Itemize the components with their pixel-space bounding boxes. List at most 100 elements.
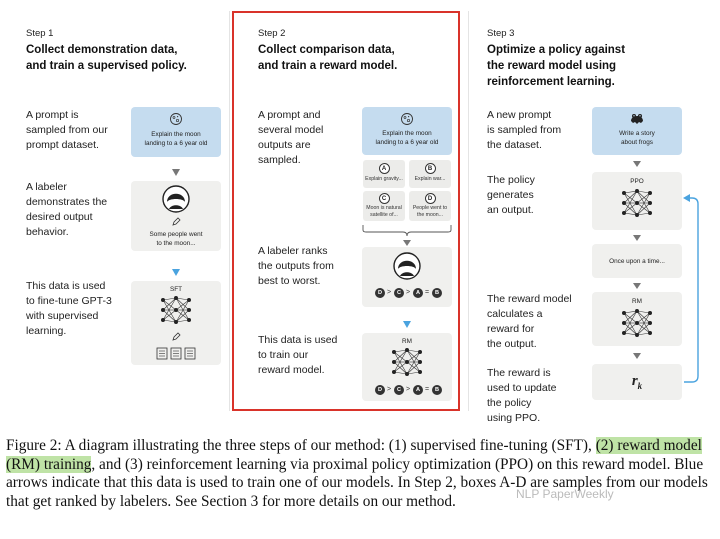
sample-a-text: Explain gravity... [365,176,403,182]
step2-blue-arrow [403,321,411,328]
step3-reward-card: rk [592,364,682,400]
divider-right [468,11,469,411]
sample-c-text-1: Moon is natural [366,205,402,211]
rm-rank-letter-b: B [432,385,442,395]
step1-blue-arrow [172,269,180,276]
rank-letter-b: B [432,288,442,298]
labeler-avatar-icon [393,252,421,280]
step2-prompt-line1: Explain the moon [382,130,432,137]
rm-rank-letter-c: C [394,385,404,395]
rank-greater-2: > [406,289,411,296]
caption-pre: Figure 2: A diagram illustrating the thr… [6,437,596,454]
labeler-avatar-icon [162,185,190,213]
step2-down-arrow-1 [403,240,411,246]
step1-labeler-card: Some people went to the moon... [131,181,221,251]
rank-equal: = [425,289,430,296]
step1-number: Step 1 [26,28,54,39]
rank-letter-c: C [394,288,404,298]
step3-feedback-arrow [683,194,699,383]
figure-caption: Figure 2: A diagram illustrating the thr… [6,437,716,511]
step1-down-arrow-1 [172,169,180,176]
step3-prompt-card: Write a story about frogs [592,107,682,155]
step1-labeler-line2: to the moon... [156,240,196,247]
step3-down-arrow-2 [633,235,641,241]
step2-number: Step 2 [258,28,286,39]
documents-icon [156,347,196,360]
pencil-icon [172,332,181,341]
step3-down-arrow-1 [633,161,641,167]
step3-number: Step 3 [487,28,515,39]
rank-letter-d: D [375,288,385,298]
step3-output-text: Once upon a time... [609,258,665,265]
rank-letter-a: A [413,288,423,298]
rm-rank-letter-a: A [413,385,423,395]
rm-model-label: RM [402,338,412,345]
sample-letter-d: D [424,193,436,204]
sample-d-text-1: People went to [412,205,448,211]
rm-rank-equal: = [425,386,430,393]
step3-ppo-card: PPO [592,172,682,230]
step2-labeler-card: D > C > A = B [362,247,452,307]
watermark: NLP PaperWeekly [516,487,614,501]
step3-output-card: Once upon a time... [592,244,682,278]
step1-sft-card: SFT [131,281,221,365]
planet-icon [170,113,182,125]
sft-network-icon [161,296,191,324]
step2-prompt-line2: landing to a 6 year old [375,139,439,146]
sample-letter-a: A [378,163,390,174]
step1-title: Collect demonstration data,and train a s… [26,44,187,72]
samples-bracket [362,225,452,237]
rm-network-icon [392,348,422,376]
reward-r: r [631,373,638,389]
step1-prompt-line2: landing to a 6 year old [144,140,208,147]
step2-highlight-frame [232,11,460,411]
rm-rank-greater-1: > [387,386,392,393]
rank-greater-1: > [387,289,392,296]
step1-prompt-card: Explain the moon landing to a 6 year old [131,107,221,157]
step2-prompt-card: Explain the moon landing to a 6 year old [362,107,452,155]
planet-icon [401,113,413,125]
sample-letter-b: B [424,163,436,174]
caption-post: , and (3) reinforcement learning via pro… [6,455,708,510]
step3-prompt-line2: about frogs [621,139,653,146]
pencil-icon [172,217,181,226]
rm-rank-greater-2: > [406,386,411,393]
sample-box-b: B Explain war... [409,160,451,188]
step3-down-arrow-3 [633,283,641,289]
step3-rm-model-label: RM [632,298,642,305]
step1-prompt-line1: Explain the moon [151,131,201,138]
sample-d-text-2: the moon... [417,212,443,218]
sample-c-text-2: satellite of... [370,212,398,218]
reward-k: k [637,381,643,391]
sample-box-d: D People went to the moon... [409,191,451,221]
sample-box-a: A Explain gravity... [363,160,405,188]
step1-labeler-line1: Some people went [149,231,203,238]
sft-model-label: SFT [169,286,183,293]
ppo-model-label: PPO [630,178,644,185]
sample-b-text: Explain war... [414,176,446,182]
step3-rm-network-icon [622,309,652,337]
reward-symbol: rk [592,373,682,391]
sample-letter-c: C [378,193,390,204]
divider-left [229,11,230,411]
frog-icon [631,114,643,124]
rm-rank-letter-d: D [375,385,385,395]
step2-title: Collect comparison data,and train a rewa… [258,44,398,72]
step2-rm-card: RM D > C > A = B [362,333,452,401]
ppo-network-icon [622,189,652,217]
step3-down-arrow-4 [633,353,641,359]
step3-rm-card: RM [592,292,682,346]
sample-box-c: C Moon is natural satellite of... [363,191,405,221]
step3-prompt-line1: Write a story [619,130,655,137]
